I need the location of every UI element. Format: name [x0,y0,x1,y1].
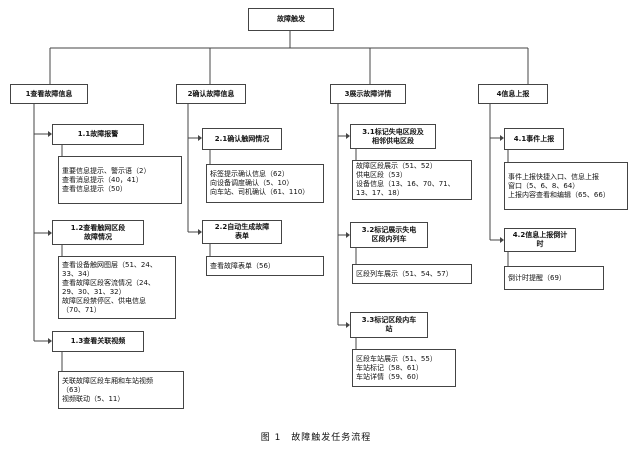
subnode-3-2-label: 3.2标记展示失电 区段内列车 [361,226,417,243]
detail-line: 车站详情（59、60） [356,372,423,381]
subnode-3-3: 3.3标记区段内车 站 [350,312,428,338]
subnode-2-2-label: 2.2自动生成故障 表单 [214,223,270,240]
detail-line: 事件上报快捷入口、信息上报 窗口（5、6、8、64） [508,172,599,190]
branch-1-label: 1查看故障信息 [25,89,73,98]
detail-line: 查看故障表单（56） [210,261,275,270]
detail-4-2: 倒计时提醒（69） [504,266,604,290]
detail-line: 供电区段（53） [356,171,407,179]
root-label: 故障触发 [277,15,305,23]
branch-4-label: 4信息上报 [496,89,530,98]
detail-line: 关联故障区段车厢和车站视频 （63） [62,376,153,394]
subnode-3-2: 3.2标记展示失电 区段内列车 [350,222,428,248]
subnode-2-2: 2.2自动生成故障 表单 [202,220,282,244]
subnode-4-1-label: 4.1事件上报 [513,134,555,143]
subnode-3-1-label: 3.1标记失电区段及 相邻供电区段 [362,127,424,145]
detail-1-3: 关联故障区段车厢和车站视频 （63） 视频联动（5、11） [58,371,184,409]
detail-line: 查看设备触网图层（51、24、 33、34） [62,260,157,278]
detail-line: 区段车站展示（51、55） [356,354,437,363]
subnode-2-1: 2.1确认触网情况 [202,128,282,150]
detail-line: 查看信息提示（50） [62,184,127,193]
detail-3-2: 区段列车展示（51、54、57） [352,264,472,284]
detail-line: 故障区段展示（51、52） [356,162,437,170]
subnode-4-1: 4.1事件上报 [504,128,564,150]
branch-2-node: 2确认故障信息 [176,84,246,104]
detail-1-1: 重要信息提示、警示语（2） 查看消息提示（40，41） 查看信息提示（50） [58,156,182,204]
detail-line: 车站标记（58、61） [356,363,423,372]
branch-2-label: 2确认故障信息 [187,89,235,98]
detail-line: 上报内容查看和编辑（65、66） [508,190,610,199]
detail-line: 视频联动（5、11） [62,394,125,403]
detail-3-3: 区段车站展示（51、55） 车站标记（58、61） 车站详情（59、60） [352,349,456,387]
detail-line: 设备信息（13、16、70、71、 13、17、18） [356,180,455,197]
detail-2-2: 查看故障表单（56） [206,256,324,276]
detail-line: 重要信息提示、警示语（2） [62,166,151,175]
detail-line: 区段列车展示（51、54、57） [356,269,453,278]
subnode-3-3-label: 3.3标记区段内车 站 [361,316,417,333]
subnode-4-2: 4.2信息上报倒计 时 [504,228,576,252]
root-node: 故障触发 [248,8,334,31]
detail-line: 查看故障区段客流情况（24、 29、30、31、32） [62,278,155,296]
detail-line: 标签提示确认信息（62） [210,170,289,178]
subnode-2-1-label: 2.1确认触网情况 [214,134,270,143]
branch-4-node: 4信息上报 [478,84,548,104]
detail-3-1: 故障区段展示（51、52） 供电区段（53） 设备信息（13、16、70、71、… [352,160,472,200]
detail-line: 故障区段禁停区、供电信息 （70、71） [62,296,146,314]
branch-1-node: 1查看故障信息 [10,84,88,104]
subnode-1-3-label: 1.3查看关联视频 [70,337,126,345]
detail-line: 查看消息提示（40，41） [62,175,143,184]
subnode-1-2: 1.2查看触网区段 故障情况 [52,220,144,245]
branch-3-node: 3展示故障详情 [330,84,406,104]
detail-line: 向车站、司机确认（61、110） [210,188,310,196]
subnode-1-1-label: 1.1故障报警 [77,130,119,138]
subnode-3-1: 3.1标记失电区段及 相邻供电区段 [350,124,436,149]
detail-2-1: 标签提示确认信息（62） 向设备调度确认（5、10） 向车站、司机确认（61、1… [206,164,324,203]
subnode-1-1: 1.1故障报警 [52,124,144,145]
detail-4-1: 事件上报快捷入口、信息上报 窗口（5、6、8、64） 上报内容查看和编辑（65、… [504,162,628,210]
detail-line: 倒计时提醒（69） [508,273,566,282]
subnode-1-3: 1.3查看关联视频 [52,331,144,352]
subnode-1-2-label: 1.2查看触网区段 故障情况 [70,223,126,241]
detail-1-2: 查看设备触网图层（51、24、 33、34） 查看故障区段客流情况（24、 29… [58,256,176,319]
branch-3-label: 3展示故障详情 [344,89,392,98]
detail-line: 向设备调度确认（5、10） [210,179,294,187]
subnode-4-2-label: 4.2信息上报倒计 时 [512,231,568,248]
figure-caption: 图 1 故障触发任务流程 [260,433,372,443]
